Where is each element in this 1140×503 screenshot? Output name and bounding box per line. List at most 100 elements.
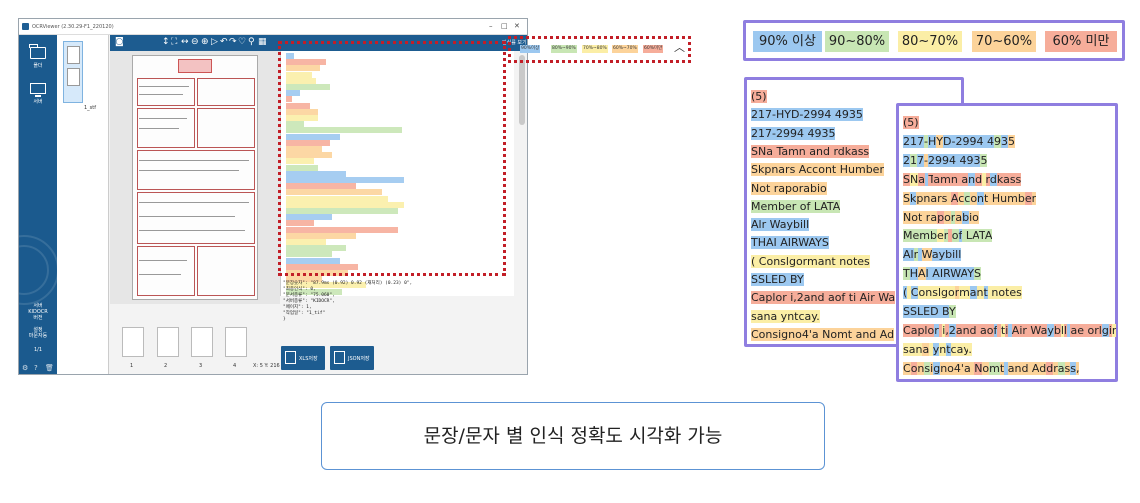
character-cell: ) (914, 116, 919, 129)
character-line: sana yntcay. (903, 341, 972, 358)
fit-height-icon[interactable]: ↕ (162, 37, 170, 47)
heart-icon[interactable]: ♡ (238, 37, 247, 47)
sentence-text: SSLED BY (751, 273, 804, 286)
maximize-icon[interactable]: □ (501, 22, 508, 30)
ocr-result-line (286, 251, 332, 258)
character-cell: l (1060, 323, 1064, 337)
rotate-left-icon[interactable]: ↶ (220, 37, 228, 47)
open-folder-button[interactable]: 폴더 (19, 44, 57, 69)
sentence-text: Not raporabio (751, 181, 827, 195)
export-json-button[interactable]: JSON저장 (330, 346, 374, 370)
character-cell: D (930, 305, 939, 318)
fit-width-icon[interactable]: ↔ (181, 37, 189, 47)
character-cell: l (937, 286, 941, 300)
character-cell: t (1005, 286, 1010, 300)
page-thumbnail[interactable] (157, 327, 179, 357)
ocr-result-line (286, 214, 332, 221)
server-info-line: 버전 (33, 315, 43, 321)
character-cell: e (1009, 286, 1017, 300)
ocr-result-line (286, 90, 300, 97)
character-cell: A (984, 229, 993, 243)
ocr-result-line (286, 77, 316, 84)
character-cell: C (910, 286, 919, 300)
open-folder-label: 폴더 (33, 63, 43, 69)
character-cell: L (916, 305, 924, 318)
character-cell: t (984, 191, 989, 205)
character-cell: y (938, 248, 946, 262)
character-cell: n (962, 323, 970, 337)
play-icon[interactable]: ▷ (211, 37, 218, 47)
character-cell: a (980, 323, 987, 337)
character-cell (955, 153, 960, 167)
sentence-text: Member of LATA (751, 199, 841, 213)
ocr-result-line (286, 53, 294, 59)
form-block (137, 108, 195, 148)
character-cell: b (930, 229, 937, 243)
character-cell: r (1111, 323, 1117, 337)
character-cell: e (936, 229, 944, 243)
character-cell (988, 191, 992, 205)
server-button[interactable]: 서버 (19, 83, 57, 105)
window-title: OCRViewer (2.30.29-F1_220120) (32, 24, 114, 30)
zoom-in-icon[interactable]: ⊕ (201, 37, 209, 47)
pin-icon[interactable]: ⚲ (248, 37, 255, 47)
character-cell: r (985, 172, 990, 186)
character-cell: s (1009, 172, 1016, 186)
settings-gear-icon[interactable]: ⚙ (22, 364, 29, 372)
ocr-scrollbar[interactable] (519, 55, 525, 125)
sentence-line: 217-HYD-2994 4935 (751, 106, 863, 123)
character-cell: r (925, 210, 931, 224)
fit-screen-icon[interactable]: ⛶ (171, 37, 178, 47)
mini-legend-chip: 60%~70% (612, 45, 638, 53)
character-cell: n (925, 286, 933, 300)
ocr-result-line (286, 239, 326, 245)
close-icon[interactable]: ✕ (514, 22, 520, 30)
character-cell: a (956, 342, 964, 356)
character-cell: N (903, 210, 912, 224)
export-xls-button[interactable]: XLS저장 (281, 346, 325, 370)
app-icon (22, 23, 29, 30)
rotate-right-icon[interactable]: ↷ (229, 37, 237, 47)
ocr-result-line (286, 133, 340, 140)
character-cell: ' (960, 361, 964, 375)
server-info-line: KIDOCR (28, 309, 48, 315)
character-cell: k (996, 172, 1004, 186)
character-cell: 5 (980, 153, 988, 167)
ocr-result-line (286, 108, 318, 115)
character-cell: Y (967, 267, 974, 281)
minimize-icon[interactable]: – (489, 22, 493, 30)
character-line: SSLED BY (903, 303, 956, 320)
monitor-icon (30, 83, 46, 97)
character-line: THAI AIRWAYS (903, 265, 981, 282)
grid-icon[interactable]: ▦ (258, 37, 267, 47)
page-thumbnail[interactable] (225, 327, 247, 357)
view-accuracy-toggle[interactable]: 인식률 보기 (502, 40, 527, 46)
help-icon[interactable]: ? (34, 364, 38, 372)
character-cell: r (1022, 323, 1027, 337)
character-cell: t (917, 210, 923, 224)
character-cell: n (991, 286, 999, 300)
character-cell: i (1019, 323, 1023, 337)
character-cell (1008, 323, 1012, 337)
legend-chip-80-70: 80~70% (898, 31, 962, 52)
ocr-result-line (286, 288, 342, 295)
character-cell (987, 286, 992, 300)
ocr-result-line (286, 146, 322, 152)
character-cell: 2 (955, 134, 963, 148)
chevron-up-icon[interactable]: ︿ (674, 41, 685, 54)
character-cell: R (943, 267, 951, 281)
character-cell: b (945, 248, 953, 262)
camera-icon[interactable]: ◙ (115, 37, 124, 47)
page-thumbnail[interactable] (122, 327, 144, 357)
form-block (197, 78, 255, 106)
character-cell: c (964, 191, 971, 205)
trash-icon[interactable]: 🗑 (45, 364, 54, 372)
character-cell: S (903, 172, 910, 186)
ocr-result-line (286, 189, 382, 196)
sentence-line: Consigno4'a Nomt and Ad (751, 326, 895, 343)
character-cell (928, 267, 933, 281)
zoom-out-icon[interactable]: ⊖ (191, 37, 199, 47)
page-thumbnail[interactable] (191, 327, 213, 357)
character-cell: 9 (993, 134, 1001, 148)
file-thumbnail[interactable] (63, 41, 83, 103)
